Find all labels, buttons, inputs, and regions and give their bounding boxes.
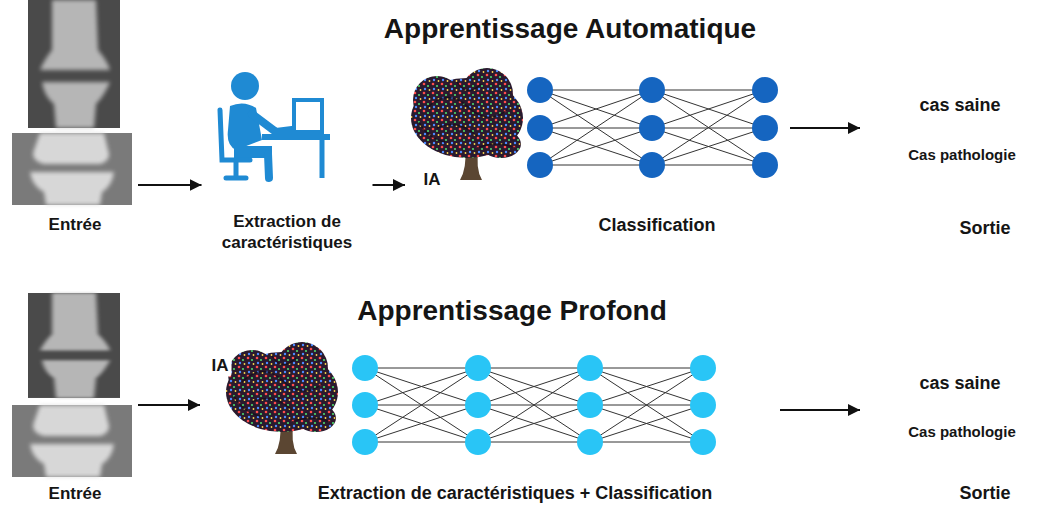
network-neurons <box>527 77 778 178</box>
stage-label: Entrée <box>49 483 102 504</box>
stage-label: Sortie <box>959 482 1010 505</box>
class-label: cas saine <box>919 94 1000 117</box>
laptop <box>294 100 322 132</box>
class-label: Cas pathologie <box>908 423 1016 442</box>
output-step: cas saineCas pathologieSortie <box>860 365 1040 506</box>
output-step: cas saineCas pathologieSortie <box>860 85 1040 245</box>
stage-label: Classification <box>598 214 715 237</box>
network-neurons <box>352 355 716 455</box>
flow-arrow <box>138 404 200 406</box>
person-body <box>228 103 262 150</box>
deep-model-step: IA Extraction de caractéristiques + Class… <box>200 335 780 507</box>
input-images: Entrée <box>6 288 138 507</box>
neural-network <box>527 77 778 178</box>
ai-label: IA <box>209 355 232 376</box>
xray-image <box>28 0 120 128</box>
input-images: Entrée <box>6 0 138 240</box>
network-links <box>365 368 703 442</box>
classifier-step: IA Classification <box>405 65 790 240</box>
xray-image <box>28 293 120 398</box>
chair <box>220 110 250 178</box>
person-arm <box>252 114 292 132</box>
class-label: Cas pathologie <box>908 146 1016 165</box>
person-leg <box>268 154 269 178</box>
flow-arrow <box>780 409 860 411</box>
section-title: Apprentissage Profond <box>357 293 667 328</box>
brain-icon <box>226 342 338 454</box>
stage-label: Extraction de caractéristiques <box>205 211 370 254</box>
flow-arrow <box>790 127 860 129</box>
brain-icon <box>411 68 523 180</box>
neural-network <box>352 355 716 455</box>
flow-arrow <box>138 184 202 186</box>
xray-image <box>12 133 132 205</box>
feature-extraction-step: Extraction de caractéristiques <box>202 65 373 257</box>
stage-label: Sortie <box>959 217 1010 240</box>
ai-label: IA <box>421 169 444 190</box>
desk <box>262 134 330 140</box>
flow-arrow <box>373 184 406 186</box>
stage-label: Extraction de caractéristiques + Classif… <box>318 482 713 505</box>
section-title: Apprentissage Automatique <box>384 11 756 46</box>
desk-leg <box>320 140 325 178</box>
person-icon <box>220 72 330 178</box>
class-label: cas saine <box>919 372 1000 395</box>
stage-label: Entrée <box>49 214 102 235</box>
person-head <box>231 72 259 100</box>
xray-image <box>12 405 132 477</box>
